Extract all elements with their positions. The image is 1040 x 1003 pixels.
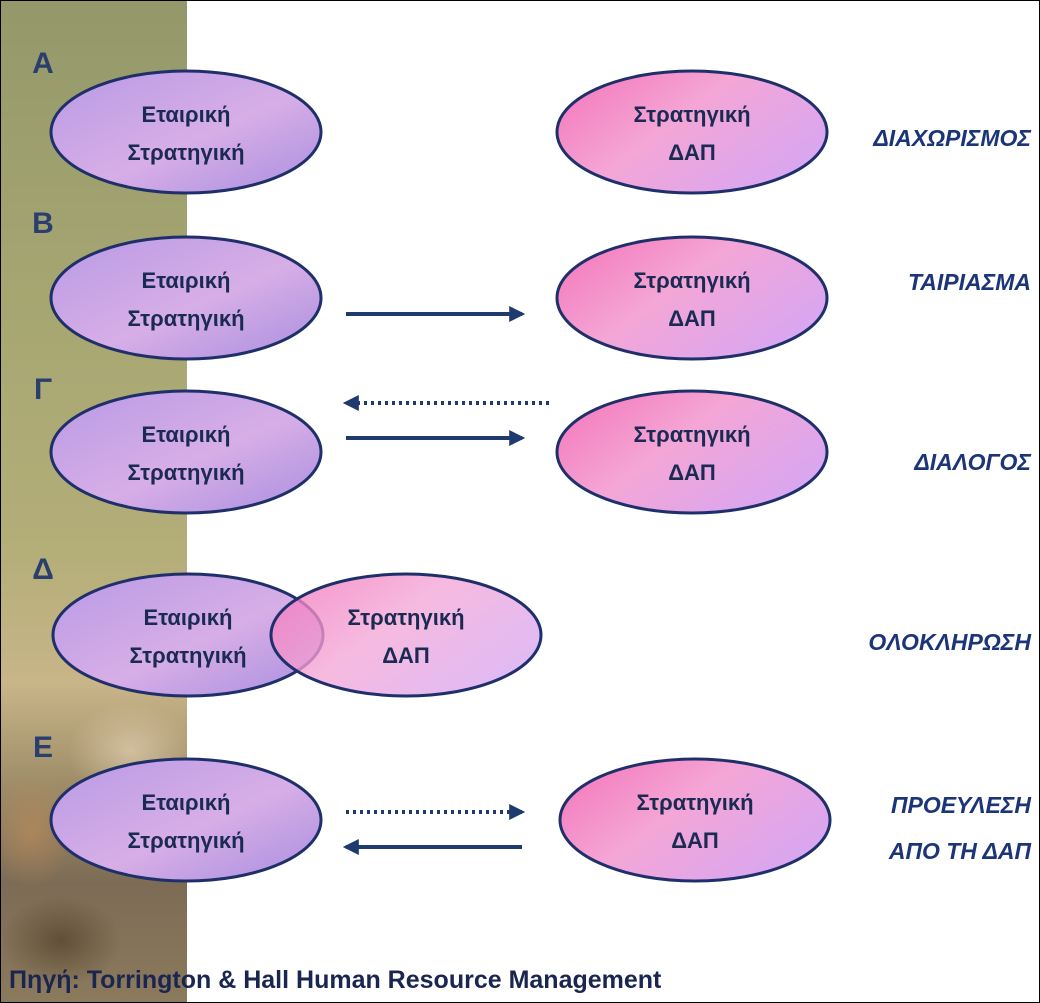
hr-strategy-label-line2: ΔΑΠ bbox=[668, 306, 716, 331]
hr-strategy-label-line2: ΔΑΠ bbox=[382, 643, 430, 668]
hr-strategy-ellipse bbox=[269, 572, 543, 698]
diagram-row-1: ΑΕταιρικήΣτρατηγικήΣτρατηγικήΔΑΠΔΙΑΧΩΡΙΣ… bbox=[32, 47, 1031, 195]
corporate-strategy-ellipse bbox=[49, 235, 323, 361]
corporate-strategy-label-line2: Στρατηγική bbox=[127, 140, 244, 165]
hr-strategy-ellipse bbox=[558, 757, 832, 883]
row-letter: Β bbox=[32, 207, 54, 240]
corporate-strategy-label-line1: Εταιρική bbox=[142, 422, 231, 447]
hr-strategy-label-line1: Στρατηγική bbox=[633, 422, 750, 447]
corporate-strategy-label-line2: Στρατηγική bbox=[127, 306, 244, 331]
corporate-strategy-label-line2: Στρατηγική bbox=[127, 828, 244, 853]
hr-strategy-label-line2: ΔΑΠ bbox=[668, 140, 716, 165]
corporate-strategy-ellipse bbox=[49, 389, 323, 515]
diagram-row-5: ΕΕταιρικήΣτρατηγικήΣτρατηγικήΔΑΠΠΡΟΕΥΛΕΣ… bbox=[33, 731, 1032, 883]
relation-label-line1: ΤΑΙΡΙΑΣΜΑ bbox=[908, 269, 1031, 295]
hr-strategy-label-line1: Στρατηγική bbox=[633, 102, 750, 127]
corporate-strategy-ellipse bbox=[49, 69, 323, 195]
diagram-row-4: ΔΕταιρικήΣτρατηγικήΣτρατηγικήΔΑΠΟΛΟΚΛΗΡΩ… bbox=[32, 553, 1031, 698]
hr-strategy-label-line2: ΔΑΠ bbox=[668, 460, 716, 485]
row-letter: Γ bbox=[34, 373, 52, 406]
row-letter: Α bbox=[32, 47, 54, 80]
row-letter: Ε bbox=[33, 731, 53, 764]
hr-strategy-ellipse bbox=[555, 69, 829, 195]
relation-label-line1: ΟΛΟΚΛΗΡΩΣΗ bbox=[868, 629, 1031, 655]
row-letter: Δ bbox=[32, 553, 54, 586]
hr-strategy-label-line1: Στρατηγική bbox=[347, 605, 464, 630]
hr-strategy-ellipse bbox=[555, 389, 829, 515]
relation-label-line1: ΠΡΟΕΥΛΕΣΗ bbox=[891, 792, 1031, 818]
relation-label-line1: ΔΙΑΛΟΓΟΣ bbox=[913, 449, 1031, 475]
corporate-strategy-label-line1: Εταιρική bbox=[142, 102, 231, 127]
corporate-strategy-label-line1: Εταιρική bbox=[142, 268, 231, 293]
diagram-row-2: ΒΕταιρικήΣτρατηγικήΣτρατηγικήΔΑΠΤΑΙΡΙΑΣΜ… bbox=[32, 207, 1031, 361]
relation-label-line1: ΔΙΑΧΩΡΙΣΜΟΣ bbox=[872, 125, 1031, 151]
source-caption: Πηγή: Torrington & Hall Human Resource M… bbox=[9, 966, 662, 994]
corporate-strategy-label-line2: Στρατηγική bbox=[127, 460, 244, 485]
photo-people-shadow bbox=[1, 881, 187, 1002]
hr-strategy-label-line1: Στρατηγική bbox=[633, 268, 750, 293]
corporate-strategy-label-line1: Εταιρική bbox=[144, 605, 233, 630]
hr-strategy-label-line1: Στρατηγική bbox=[636, 790, 753, 815]
corporate-strategy-ellipse bbox=[49, 757, 323, 883]
hr-strategy-ellipse bbox=[555, 235, 829, 361]
corporate-strategy-label-line1: Εταιρική bbox=[142, 790, 231, 815]
corporate-strategy-label-line2: Στρατηγική bbox=[129, 643, 246, 668]
relation-label-line2: ΑΠΟ ΤΗ ΔΑΠ bbox=[888, 838, 1032, 864]
hr-strategy-label-line2: ΔΑΠ bbox=[671, 828, 719, 853]
